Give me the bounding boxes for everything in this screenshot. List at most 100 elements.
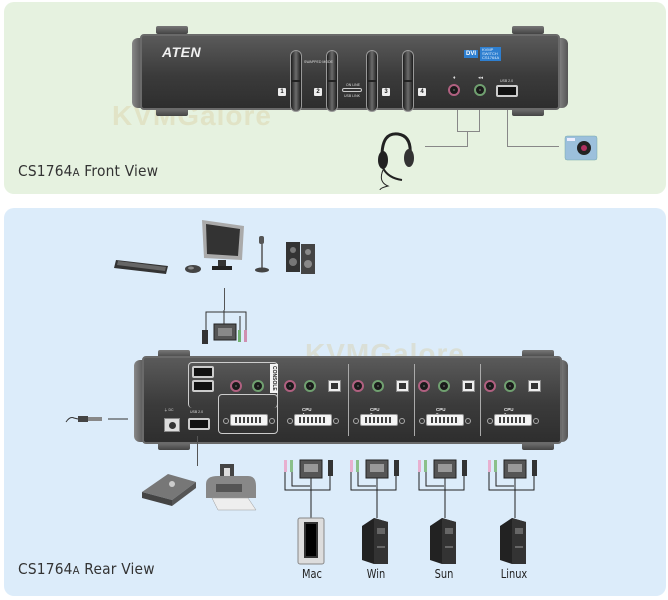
device-side: [132, 38, 142, 108]
device-foot: [512, 26, 544, 34]
cpu2-dvi-port[interactable]: [419, 414, 471, 426]
port-number-3: 3: [382, 88, 390, 96]
port-number-4: 4: [418, 88, 426, 96]
device-foot: [158, 350, 190, 358]
linux-computer-icon: [500, 518, 526, 564]
rear-view-caption: CS1764A Rear View: [18, 560, 155, 578]
os-label-sun: Sun: [434, 567, 454, 581]
microphone-icon: [255, 236, 269, 273]
mac-computer-icon: [297, 517, 325, 565]
section-divider: [348, 364, 349, 436]
card-reader-icon: [142, 474, 196, 506]
kvm-cable-icon: [418, 459, 467, 518]
console-dvi-port[interactable]: [223, 414, 275, 426]
cpu2-usb-port[interactable]: [462, 380, 475, 392]
device-foot: [512, 108, 544, 116]
console-speaker-jack[interactable]: [252, 380, 264, 392]
console-usb-port-1[interactable]: [192, 366, 214, 378]
cpu4-usb-port[interactable]: [328, 380, 341, 392]
os-label-linux: Linux: [500, 567, 528, 581]
swapped-mode-label: SWAPPED MODE: [304, 60, 333, 64]
cpu4-speaker-jack[interactable]: [304, 380, 316, 392]
device-foot: [522, 350, 554, 358]
win-computer-icon: [362, 518, 388, 564]
caption-model: CS1764: [18, 162, 73, 180]
power-adapter-icon: [65, 416, 128, 423]
cpu2-speaker-jack[interactable]: [438, 380, 450, 392]
port-button-3[interactable]: [366, 50, 378, 112]
model-text: KVMP SWITCH CS1764A: [480, 47, 502, 61]
connector-line: [425, 146, 468, 147]
section-divider: [414, 364, 415, 436]
connector-line: [467, 131, 468, 147]
printer-icon: [206, 464, 257, 511]
device-side: [558, 38, 568, 108]
mouse-icon: [185, 265, 201, 273]
os-label-win: Win: [366, 567, 386, 581]
mic-symbol: ♦: [453, 75, 456, 81]
cpu3-usb-port[interactable]: [396, 380, 409, 392]
connector-line: [224, 288, 225, 310]
power-label: ⏚ DC: [164, 408, 174, 412]
connector-line: [457, 110, 458, 132]
front-speaker-jack[interactable]: [474, 84, 486, 96]
cpu3-dvi-port[interactable]: [353, 414, 405, 426]
caption-suffix: A: [72, 564, 80, 577]
kvm-cable-icon: [284, 459, 333, 518]
port-number-1: 1: [278, 88, 286, 96]
console-mic-jack[interactable]: [230, 380, 242, 392]
cpu2-mic-jack[interactable]: [418, 380, 430, 392]
online-label: ON LINE: [346, 83, 361, 87]
caption-tail: Rear View: [79, 560, 155, 578]
connector-line: [457, 131, 480, 132]
os-label-mac: Mac: [302, 567, 322, 581]
cpu1-dvi-port[interactable]: [487, 414, 539, 426]
device-foot: [156, 108, 188, 116]
front-body: [140, 34, 560, 110]
cpu1-speaker-jack[interactable]: [504, 380, 516, 392]
device-side: [134, 360, 144, 442]
rear-usb-port[interactable]: [188, 418, 210, 430]
front-view-caption: CS1764A Front View: [18, 162, 158, 180]
usb-link-label: USB LINK: [344, 94, 360, 98]
front-usb-port[interactable]: [496, 85, 518, 97]
caption-suffix: A: [72, 166, 80, 179]
console-section-lower: [218, 394, 278, 434]
console-usb-port-2[interactable]: [192, 380, 214, 392]
badge-line1: KVMP SWITCH: [482, 47, 498, 56]
connector-line: [507, 110, 508, 147]
cpu3-mic-jack[interactable]: [352, 380, 364, 392]
kvm-cable-icon: [488, 459, 537, 518]
keyboard-icon: [114, 260, 168, 274]
speaker-symbol: ◂◂: [478, 75, 484, 81]
port-number-2: 2: [314, 88, 322, 96]
device-foot: [158, 442, 190, 450]
headset-icon: [378, 132, 414, 190]
cpu1-mic-jack[interactable]: [484, 380, 496, 392]
usb-label: USB 2.0: [500, 79, 514, 83]
aten-logo: ATEN: [162, 44, 202, 60]
cpu1-usb-port[interactable]: [528, 380, 541, 392]
cpu3-speaker-jack[interactable]: [372, 380, 384, 392]
speakers-icon: [286, 242, 315, 274]
rear-usb-label: USB 2.0: [190, 410, 204, 414]
port-button-2[interactable]: [326, 50, 338, 112]
webcam-icon: [564, 135, 598, 161]
cpu4-mic-jack[interactable]: [284, 380, 296, 392]
device-side: [558, 360, 568, 442]
front-mic-jack[interactable]: [448, 84, 460, 96]
monitor-icon: [202, 220, 244, 270]
cpu4-dvi-port[interactable]: [287, 414, 339, 426]
sun-computer-icon: [430, 518, 456, 564]
port-button-1[interactable]: [290, 50, 302, 112]
console-cable-icon: [202, 310, 247, 344]
caption-tail: Front View: [79, 162, 159, 180]
console-label: CONSOLE: [270, 364, 278, 393]
caption-model: CS1764: [18, 560, 73, 578]
power-jack[interactable]: [164, 418, 180, 432]
model-badge: DVI KVMP SWITCH CS1764A: [464, 47, 502, 61]
online-led: [342, 88, 362, 92]
dvi-badge: DVI: [464, 50, 479, 58]
port-button-4[interactable]: [402, 50, 414, 112]
device-foot: [522, 442, 554, 450]
